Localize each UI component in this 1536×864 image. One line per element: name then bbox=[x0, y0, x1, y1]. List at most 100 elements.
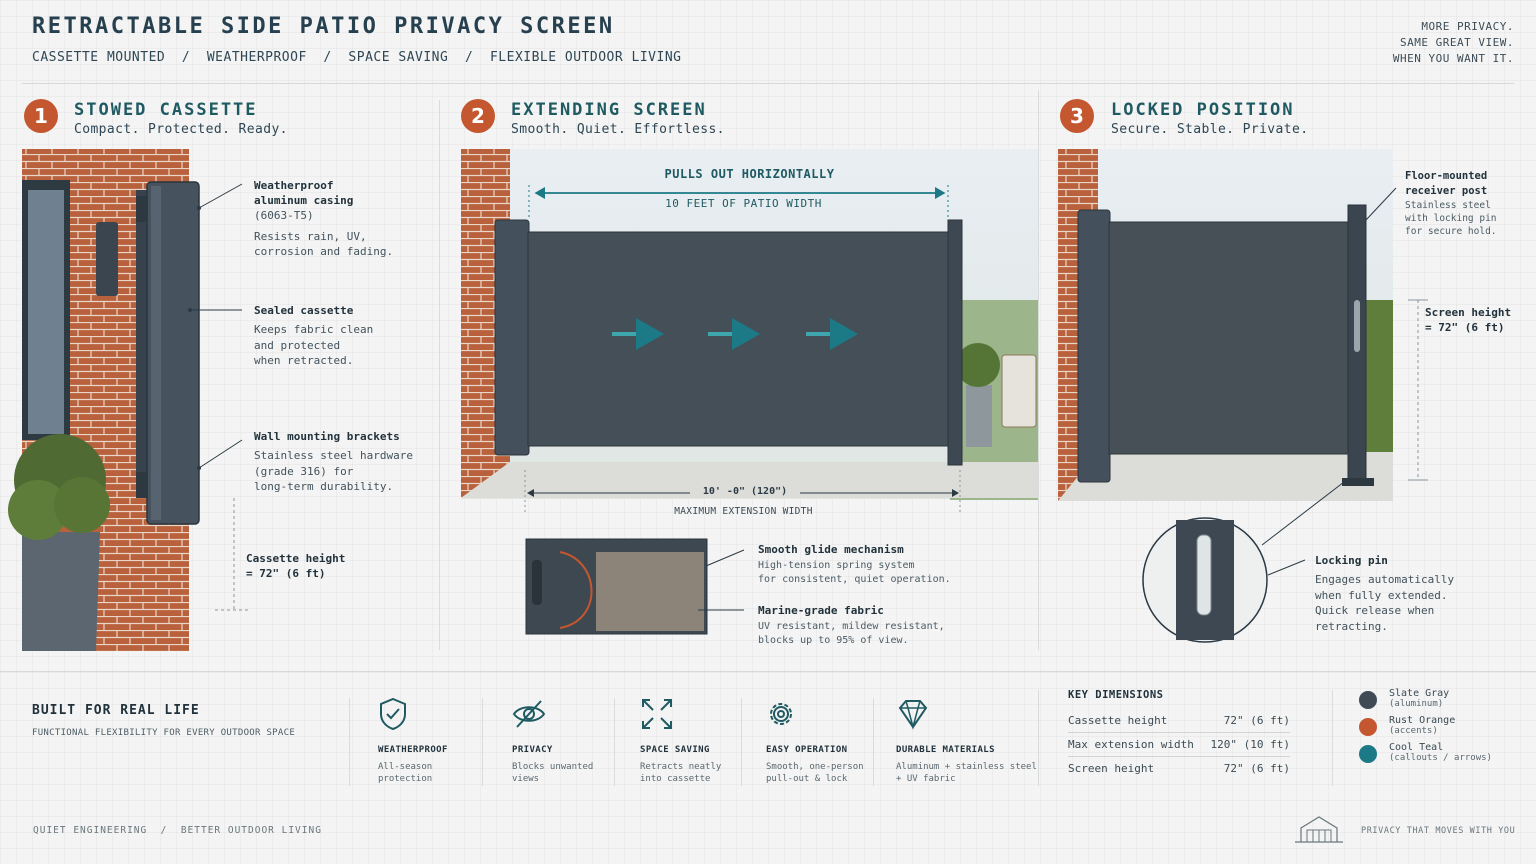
step-number-badge: 3 bbox=[1060, 99, 1094, 133]
feature-divider bbox=[614, 698, 615, 786]
fabric-detail bbox=[596, 552, 704, 631]
feature-title: DURABLE MATERIALS bbox=[896, 745, 995, 755]
cassette-housing bbox=[1077, 209, 1111, 483]
swatch-cool-teal bbox=[1359, 745, 1377, 763]
annotation-text: (grade 316) for bbox=[254, 464, 354, 478]
annotation-spec: (6063-T5) bbox=[254, 209, 314, 222]
handle-detail bbox=[532, 560, 542, 605]
post-base-plate bbox=[1342, 478, 1374, 486]
leader-line bbox=[1365, 187, 1397, 221]
planter bbox=[966, 385, 992, 447]
feature-text: views bbox=[512, 774, 540, 784]
feature-space-saving: SPACE SAVING Retracts neatly into casset… bbox=[640, 697, 721, 785]
swatch-name: Rust Orange bbox=[1389, 715, 1456, 726]
annotation-text: Keeps fabric clean bbox=[254, 323, 374, 336]
feature-divider bbox=[482, 698, 483, 786]
annotation-title: Weatherproof bbox=[254, 179, 334, 192]
panel-divider bbox=[439, 100, 440, 650]
shrub bbox=[54, 477, 110, 533]
annotation-title: receiver post bbox=[1405, 185, 1488, 197]
feature-divider bbox=[741, 698, 742, 786]
step-subtitle: Compact. Protected. Ready. bbox=[74, 122, 288, 137]
annotation-text: Engages automatically bbox=[1315, 573, 1455, 586]
annotation-text: with locking pin bbox=[1405, 213, 1497, 224]
panel-3-illustration bbox=[1058, 149, 1428, 643]
pull-bar bbox=[947, 219, 963, 466]
feature-title: WEATHERPROOF bbox=[378, 745, 448, 755]
annotation-text: and protected bbox=[254, 338, 341, 352]
annotation-title: = 72" (6 ft) bbox=[246, 567, 326, 580]
page-subtitle: CASSETTE MOUNTED / WEATHERPROOF / SPACE … bbox=[32, 50, 682, 65]
built-title: BUILT FOR REAL LIFE bbox=[32, 703, 200, 718]
footer-left: QUIET ENGINEERING / BETTER OUTDOOR LIVIN… bbox=[33, 825, 322, 836]
annotation-text: Quick release when bbox=[1315, 604, 1435, 617]
pulls-out-label: PULLS OUT HORIZONTALLY bbox=[664, 167, 835, 181]
swatch-note: (accents) bbox=[1389, 726, 1438, 736]
leader-dot bbox=[188, 308, 192, 312]
feature-title: EASY OPERATION bbox=[766, 745, 848, 755]
dimension-tick bbox=[528, 185, 949, 218]
patio-floor bbox=[1058, 452, 1393, 501]
color-swatch-row: Slate Gray (aluminum) bbox=[1359, 688, 1492, 709]
annotation-locking-pin: Locking pin Engages automatically when f… bbox=[1315, 553, 1454, 634]
built-subtitle: FUNCTIONAL FLEXIBILITY FOR EVERY OUTDOOR… bbox=[32, 728, 296, 738]
annotation-text: Stainless steel bbox=[1405, 200, 1491, 211]
annotation-title: Locking pin bbox=[1315, 554, 1388, 567]
step-number-badge: 1 bbox=[24, 99, 58, 133]
eye-slash-icon bbox=[512, 700, 546, 728]
expand-arrows-icon bbox=[642, 699, 672, 729]
spring-detail bbox=[559, 551, 593, 629]
step-title: LOCKED POSITION bbox=[1111, 100, 1295, 120]
gear-icon bbox=[770, 703, 792, 725]
color-legend: Slate Gray (aluminum) Rust Orange (accen… bbox=[1359, 688, 1492, 763]
feature-text: pull-out & lock bbox=[766, 774, 848, 784]
annotation-text: Resists rain, UV, bbox=[254, 229, 367, 243]
annotation-title: aluminum casing bbox=[254, 194, 354, 207]
annotation-text: long-term durability. bbox=[254, 480, 394, 493]
swatch-note: (aluminum) bbox=[1389, 699, 1444, 709]
key-dimension-row: Cassette height 72" (6 ft) bbox=[1068, 709, 1290, 733]
feature-easy-operation: EASY OPERATION Smooth, one-person pull-o… bbox=[766, 697, 864, 785]
annotation-title: Floor-mounted bbox=[1405, 170, 1488, 182]
diamond-icon bbox=[898, 700, 928, 730]
annotation-title: Wall mounting brackets bbox=[254, 430, 400, 443]
annotation-brackets: Wall mounting brackets Stainless steel h… bbox=[254, 429, 413, 495]
feature-text: + UV fabric bbox=[896, 774, 956, 784]
dimension-tick bbox=[524, 470, 961, 512]
shrub bbox=[956, 343, 1000, 387]
annotation-title: Sealed cassette bbox=[254, 304, 354, 317]
screen-fabric bbox=[1108, 221, 1350, 455]
dimension-label: Screen height bbox=[1068, 762, 1155, 775]
feature-weatherproof: WEATHERPROOF All-season protection bbox=[378, 697, 448, 785]
key-dimension-row: Max extension width 120" (10 ft) bbox=[1068, 733, 1290, 757]
wall-lamp bbox=[96, 222, 118, 296]
annotation-text: when retracted. bbox=[254, 354, 354, 367]
step-title: STOWED CASSETTE bbox=[74, 100, 258, 120]
cassette-highlight bbox=[151, 186, 161, 520]
tagline-line: MORE PRIVACY. bbox=[1421, 20, 1514, 33]
annotation-title: Screen height bbox=[1425, 306, 1512, 319]
annotation-screen-height: Screen height = 72" (6 ft) bbox=[1425, 305, 1511, 335]
leader-line bbox=[1261, 481, 1345, 546]
header-divider bbox=[22, 83, 1514, 84]
annotation-text: corrosion and fading. bbox=[254, 245, 394, 258]
feature-text: into cassette bbox=[640, 774, 711, 784]
dimension-label: Max extension width bbox=[1068, 738, 1194, 751]
house-logo-icon bbox=[1295, 816, 1343, 843]
window-glass bbox=[28, 190, 64, 434]
color-swatch-row: Rust Orange (accents) bbox=[1359, 715, 1492, 736]
feature-divider bbox=[1332, 690, 1333, 786]
leader-dot bbox=[197, 206, 201, 210]
tagline: MORE PRIVACY. SAME GREAT VIEW. WHEN YOU … bbox=[1393, 19, 1514, 67]
dimension-label: Cassette height bbox=[1068, 714, 1168, 727]
extension-caption: MAXIMUM EXTENSION WIDTH bbox=[674, 506, 813, 517]
annotation-cassette-height: Cassette height = 72" (6 ft) bbox=[246, 551, 345, 581]
leader-line bbox=[1267, 559, 1306, 576]
patio-floor bbox=[461, 462, 1038, 498]
panel-divider bbox=[1038, 90, 1039, 650]
annotation-title: Smooth glide mechanism bbox=[758, 543, 904, 556]
dimension-tick bbox=[1408, 299, 1428, 481]
wall-bracket bbox=[136, 196, 148, 222]
shrub bbox=[8, 480, 68, 540]
annotation-title: = 72" (6 ft) bbox=[1425, 321, 1505, 334]
